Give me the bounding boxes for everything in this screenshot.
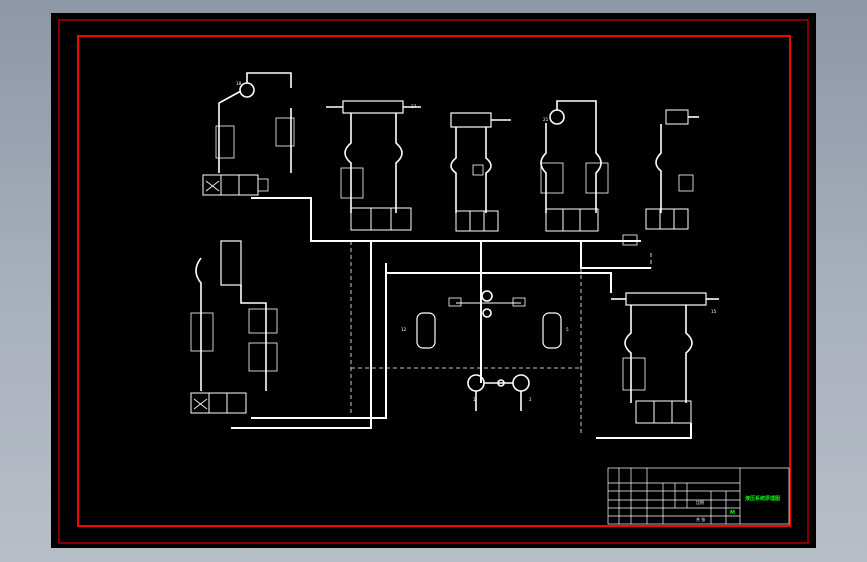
directional-valve-2 — [190, 392, 247, 414]
label-motor-18: 18 — [236, 81, 242, 86]
hydraulic-schematic: 18 27 — [58, 19, 809, 544]
cylinder-vertical — [220, 240, 242, 286]
line-left-feed — [231, 241, 372, 429]
label-pump-2: 2 — [529, 397, 532, 402]
directional-valve-4 — [455, 210, 499, 232]
check-valve-box-8 — [585, 162, 609, 194]
relief-valve — [678, 174, 694, 192]
label-accumulator-12: 12 — [401, 327, 407, 332]
directional-valve-6 — [645, 208, 689, 230]
rotary-motor-icon — [239, 82, 255, 98]
scale-label: 比例 — [696, 499, 704, 505]
label-accumulator-5: 5 — [566, 327, 569, 332]
sheet-label: 共 张 — [696, 516, 705, 522]
label-cylinder-27: 27 — [411, 104, 417, 109]
mark-label: M — [730, 510, 735, 516]
pump-station — [416, 290, 562, 411]
hydraulic-cylinder-top — [342, 100, 404, 114]
circuit-top-right — [540, 100, 609, 232]
label-motor-21: 21 — [543, 117, 549, 122]
circuit-center-small — [450, 112, 511, 232]
accumulator-right — [542, 312, 562, 349]
title-block — [607, 467, 790, 525]
circuit-far-right-top — [622, 109, 699, 246]
check-valve-box-2 — [275, 117, 295, 147]
main-pressure-line — [251, 197, 641, 242]
check-valve-box-1 — [215, 125, 235, 159]
label-pump-1: 1 — [473, 397, 476, 402]
cad-drawing-frame: 18 27 — [51, 13, 816, 548]
check-valve-box-4 — [248, 308, 278, 334]
small-cylinder — [450, 112, 492, 128]
label-cylinder-15: 15 — [711, 309, 717, 314]
aux-pump-icon — [512, 374, 530, 392]
check-valve-box-6 — [340, 167, 364, 199]
circuit-top-center — [326, 100, 421, 231]
line-left-return — [251, 263, 387, 419]
main-return-line — [386, 272, 612, 293]
rotary-motor-icon-2 — [549, 109, 565, 125]
circuit-bottom-right — [611, 292, 719, 424]
outer-border — [58, 19, 809, 544]
drawing-title: 液压系统原理图 — [745, 495, 780, 502]
check-valve-box-3 — [190, 312, 214, 352]
circuit-left-middle — [190, 240, 278, 414]
line-to-bottom-right — [596, 423, 692, 439]
accumulator-left — [416, 312, 436, 349]
check-valve-box-5 — [248, 342, 278, 372]
circuit-top-left — [202, 72, 295, 196]
check-valve-box-7 — [540, 162, 564, 194]
directional-valve-3 — [350, 207, 412, 231]
inner-border — [77, 35, 791, 527]
check-valve-box-9 — [622, 357, 646, 391]
directional-valve-5 — [545, 208, 599, 232]
line-right-branch — [580, 241, 651, 269]
hydraulic-cylinder-right — [625, 292, 707, 306]
directional-valve-7 — [635, 400, 692, 424]
